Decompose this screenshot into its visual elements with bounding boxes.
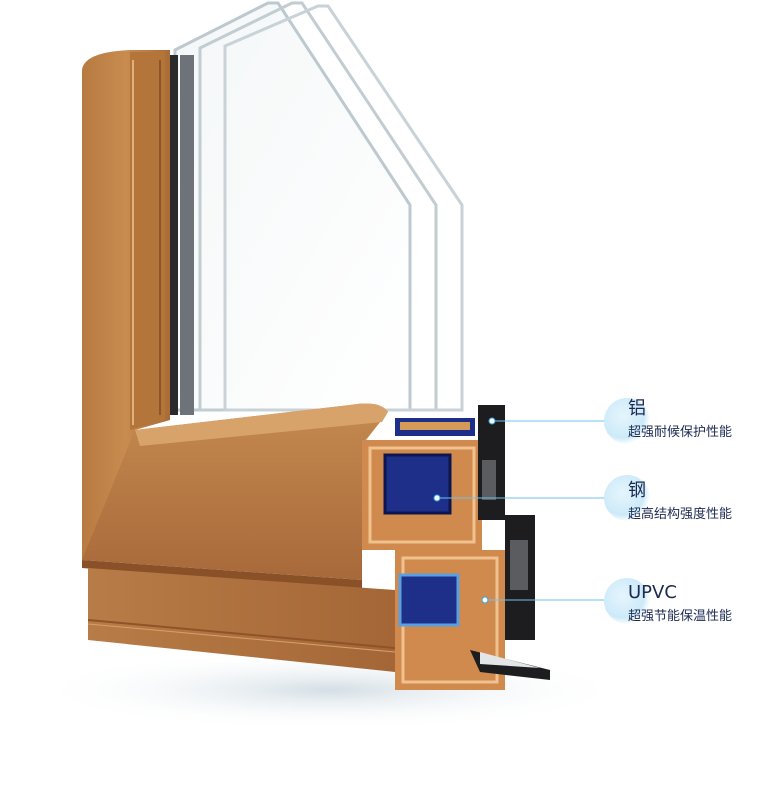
callout-steel: 钢 超高结构强度性能 xyxy=(628,480,732,524)
dot-aluminium xyxy=(488,417,496,425)
callout-upvc-desc: 超强节能保温性能 xyxy=(628,609,733,624)
bubble-steel xyxy=(604,475,650,521)
callout-upvc: UPVC 超强节能保温性能 xyxy=(628,582,732,626)
callout-leaders xyxy=(433,417,622,604)
bubble-aluminium xyxy=(604,398,650,444)
dot-steel xyxy=(433,494,441,502)
callout-aluminium-desc: 超强耐候保护性能 xyxy=(628,425,733,440)
bubble-upvc xyxy=(604,578,650,624)
wood-base xyxy=(87,568,396,672)
callout-steel-desc: 超高结构强度性能 xyxy=(628,507,733,522)
dot-upvc xyxy=(481,596,489,604)
callout-aluminium-name: 铝 xyxy=(628,398,646,419)
callout-steel-name: 钢 xyxy=(628,480,646,501)
wood-frame-vertical xyxy=(82,50,170,560)
wood-frame-horizontal xyxy=(82,403,388,590)
callout-upvc-name: UPVC xyxy=(628,582,677,603)
callout-aluminium: 铝 超强耐候保护性能 xyxy=(628,398,732,442)
profile-cross-section xyxy=(362,405,550,690)
triple-glazing xyxy=(170,1,464,415)
